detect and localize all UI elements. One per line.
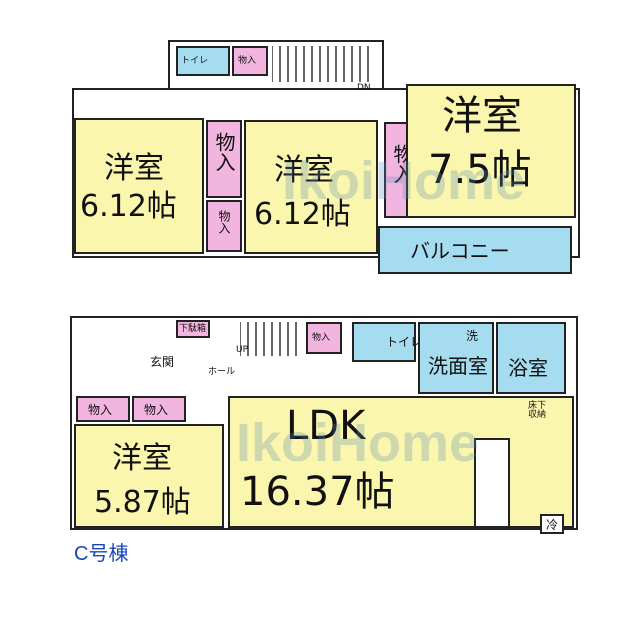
upper-west-room-size: 6.12帖 [80, 189, 177, 224]
lower-storage-1: 物入 [76, 396, 130, 422]
building-label: C号棟 [74, 543, 129, 565]
lower-shoe-cabinet: 下駄箱 [176, 320, 210, 338]
upper-east-room-size: 7.5帖 [428, 147, 532, 193]
lower-fridge-label: 冷 [546, 518, 559, 532]
lower-west-room-size: 5.87帖 [94, 485, 191, 520]
upper-stairs-dn-label: DN [357, 83, 371, 93]
upper-west-room-name: 洋室 [104, 151, 164, 186]
upper-toilet: トイレ [176, 46, 230, 76]
upper-balcony-label: バルコニー [410, 239, 510, 263]
lower-bath: 浴室 [496, 322, 566, 394]
lower-entrance-label: 玄関 [150, 355, 175, 369]
lower-west-room-name: 洋室 [112, 441, 172, 476]
upper-center-room: 洋室 6.12帖 [244, 120, 378, 254]
lower-west-room: 洋室 5.87帖 [74, 424, 224, 528]
upper-center-room-size: 6.12帖 [254, 197, 351, 232]
upper-center-storage-1-label: 物入 [212, 132, 236, 172]
watermark-lower: IkoiHome [236, 413, 480, 473]
upper-storage-top: 物入 [232, 46, 268, 76]
lower-ldk-name: LDK [286, 403, 366, 449]
lower-storage-2-label: 物入 [144, 403, 169, 417]
lower-storage-stairs: 物入 [306, 322, 342, 354]
lower-storage-1-label: 物入 [88, 403, 113, 417]
lower-storage-2: 物入 [132, 396, 186, 422]
upper-center-storage-2: 物入 [206, 200, 242, 252]
upper-east-room-name: 洋室 [442, 93, 522, 139]
lower-storage-stairs-label: 物入 [312, 333, 331, 343]
lower-stairs [240, 322, 297, 356]
upper-center-storage-2-label: 物入 [217, 210, 231, 234]
upper-east-room: 洋室 7.5帖 [406, 84, 576, 218]
lower-toilet: トイレ [352, 322, 422, 362]
lower-washroom: 洗 洗面室 [418, 322, 494, 394]
lower-underfloor-storage: 床下収納 [528, 401, 547, 420]
lower-ldk-size: 16.37帖 [240, 469, 395, 515]
upper-toilet-label: トイレ [181, 56, 209, 66]
lower-fridge: 冷 [540, 514, 564, 534]
lower-ldk: LDK 16.37帖 [228, 396, 574, 528]
lower-kitchen-counter [474, 438, 510, 528]
lower-washroom-label: 洗面室 [428, 354, 488, 378]
lower-sink-mark: 洗 [466, 329, 479, 343]
upper-west-room: 洋室 6.12帖 [74, 118, 204, 254]
lower-hall-label: ホール [208, 367, 236, 377]
lower-shoe-cabinet-label: 下駄箱 [179, 324, 207, 334]
watermark-upper: IkoiHome [282, 151, 526, 211]
upper-center-room-name: 洋室 [274, 153, 334, 188]
upper-balcony: バルコニー [378, 226, 572, 274]
upper-stairs [272, 46, 369, 82]
upper-storage-top-label: 物入 [238, 56, 257, 66]
upper-center-storage-1: 物入 [206, 120, 242, 198]
lower-bath-label: 浴室 [508, 356, 548, 380]
lower-toilet-label: トイレ [386, 335, 423, 349]
lower-stairs-up-label: UP [236, 345, 249, 355]
